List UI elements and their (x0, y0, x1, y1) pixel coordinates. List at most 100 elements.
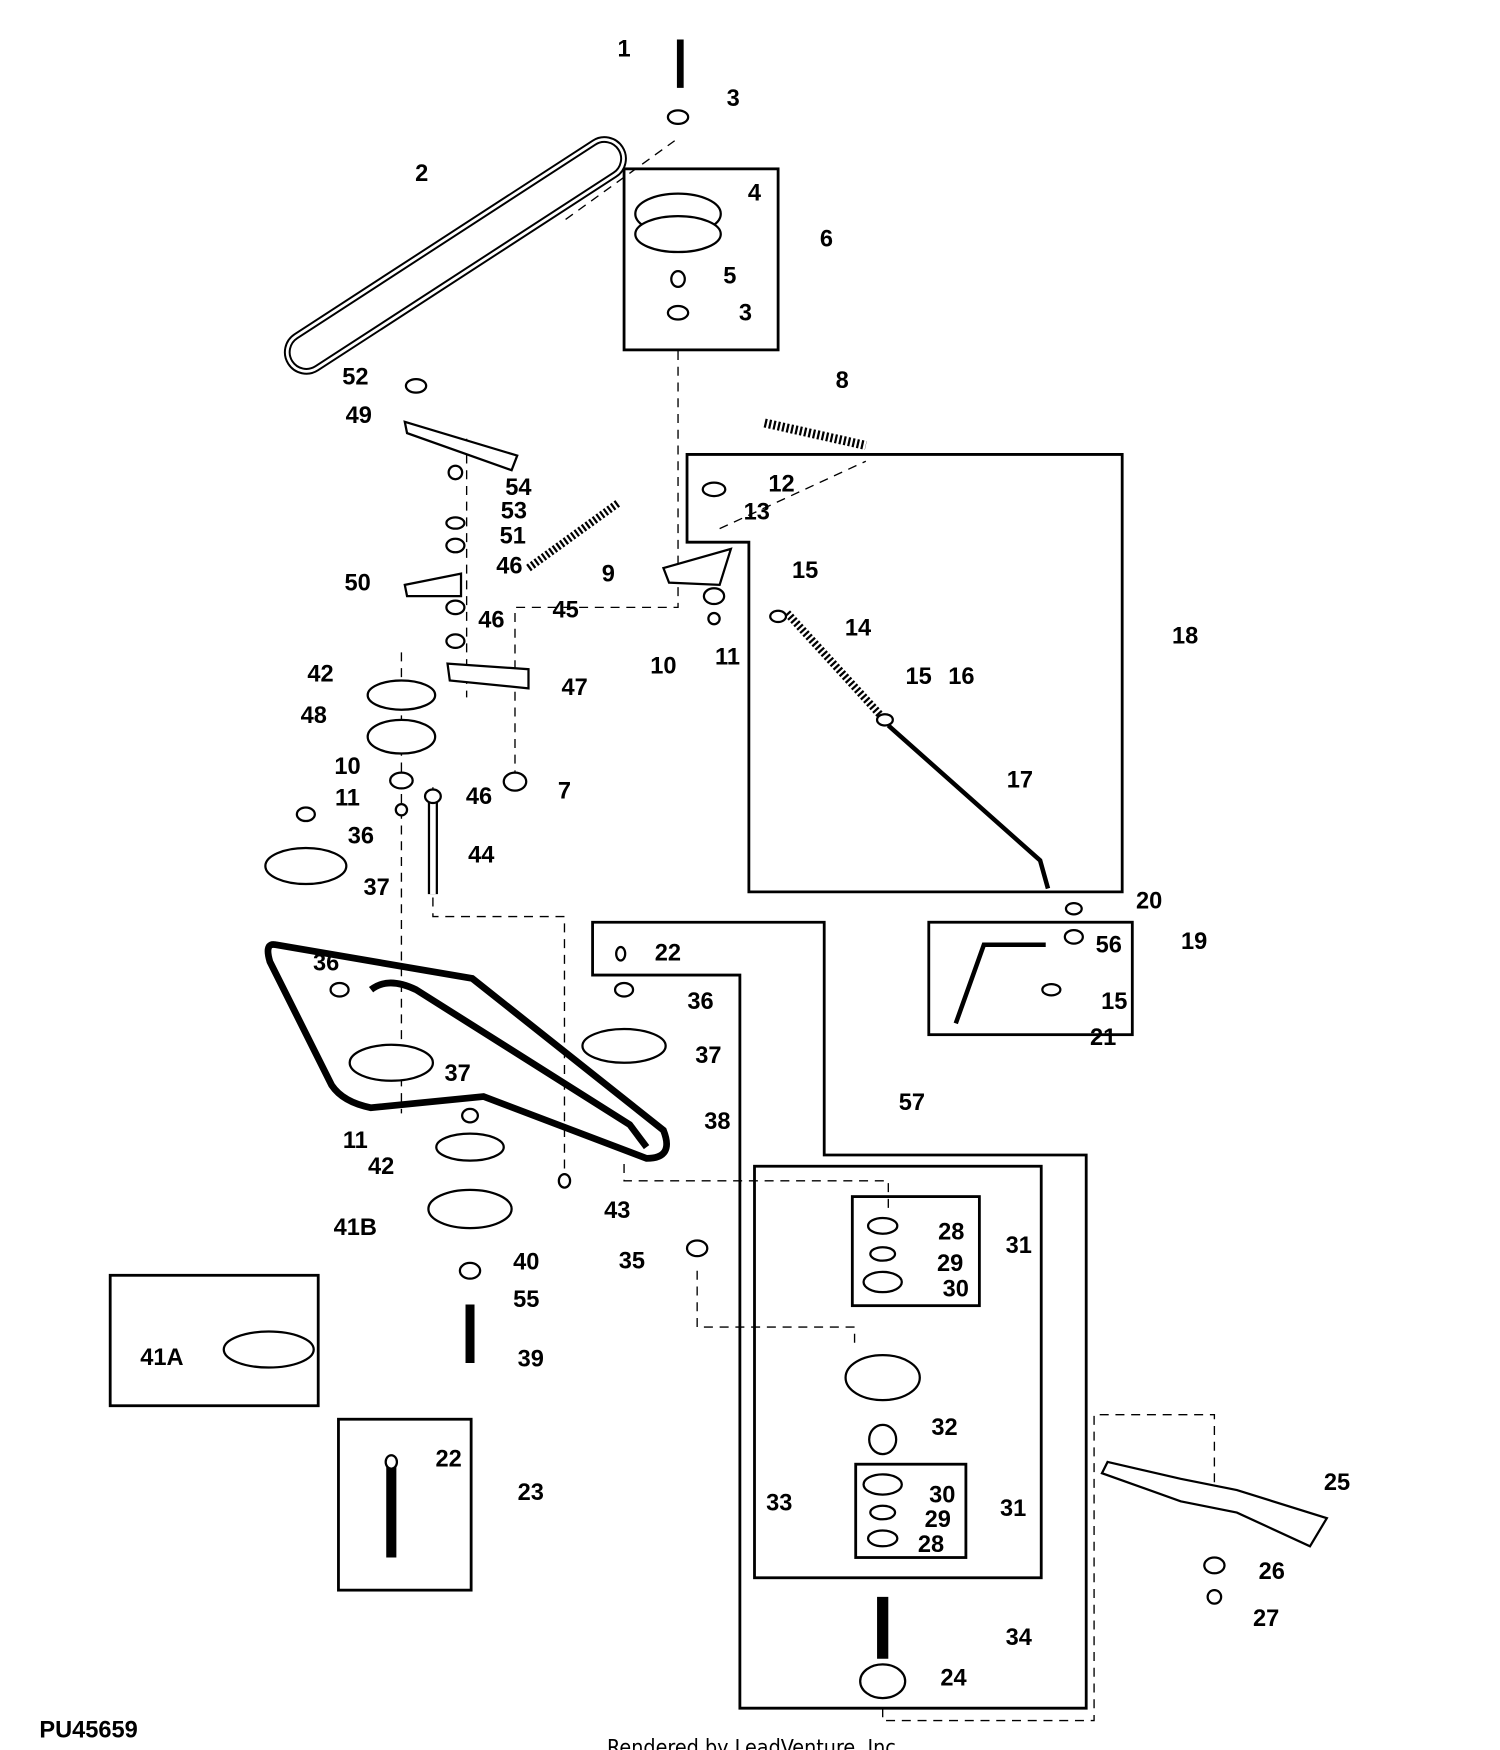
callout-22: 22 (655, 940, 681, 966)
spacer-40 (458, 1261, 482, 1280)
callout-30: 30 (929, 1482, 955, 1508)
callout-3: 3 (727, 86, 740, 112)
dashed-line (696, 1270, 856, 1350)
dashed-line (719, 460, 867, 530)
callout-11: 11 (335, 785, 360, 811)
callout-28: 28 (938, 1219, 964, 1245)
callout-31: 31 (1000, 1496, 1026, 1522)
bracket-9 (661, 547, 733, 587)
washer-56 (1063, 928, 1084, 945)
pulley-37 (264, 846, 348, 886)
callout-20: 20 (1136, 889, 1162, 915)
fitting-22 (384, 1454, 399, 1470)
dashed-line (882, 1414, 1216, 1722)
bolt-27 (1206, 1589, 1223, 1605)
nut-3 (666, 109, 690, 125)
pulley-37 (348, 1043, 435, 1082)
bearing-30 (862, 1473, 903, 1496)
pulley-4 (634, 214, 722, 254)
callout-18: 18 (1172, 623, 1198, 649)
callout-29: 29 (937, 1251, 963, 1277)
bolt-52 (404, 377, 428, 394)
callout-51: 51 (500, 523, 526, 549)
callout-7: 7 (558, 779, 571, 805)
callout-38: 38 (704, 1109, 730, 1135)
washer-15 (875, 713, 894, 727)
callout-41a: 41A (140, 1345, 183, 1371)
callout-15: 15 (1101, 989, 1127, 1015)
callout-55: 55 (513, 1287, 539, 1313)
callout-15: 15 (792, 558, 818, 584)
dashed-line (514, 351, 679, 777)
spacer-29 (869, 1504, 897, 1521)
pulley-42 (435, 1132, 505, 1162)
bolt-43 (557, 1172, 572, 1189)
callout-13: 13 (744, 500, 770, 526)
callout-47: 47 (561, 675, 587, 701)
callout-31: 31 (1006, 1233, 1032, 1259)
callout-50: 50 (344, 571, 370, 597)
box-31-lower (854, 1462, 968, 1559)
callout-1: 1 (617, 36, 630, 62)
box-34 (753, 1164, 1043, 1580)
callout-6: 6 (820, 226, 833, 252)
dashed-line (565, 140, 676, 220)
callout-46: 46 (496, 554, 522, 580)
callout-14: 14 (845, 615, 871, 641)
pulley-41a (222, 1330, 315, 1369)
callout-9: 9 (602, 562, 615, 588)
spacer-46 (423, 788, 442, 805)
box-41a (108, 1273, 320, 1408)
nut-3 (666, 304, 690, 321)
bearing-28 (866, 1529, 899, 1548)
bolt-12 (701, 481, 727, 498)
callout-37: 37 (364, 875, 390, 901)
diagram-id: PU45659 (39, 1717, 137, 1743)
nut-11 (461, 1107, 480, 1124)
nut-7 (502, 771, 528, 792)
spring-8 (763, 418, 867, 450)
fitting-22 (615, 945, 627, 962)
callout-40: 40 (513, 1250, 539, 1276)
bearing-30 (862, 1270, 903, 1294)
box-31-upper (850, 1195, 981, 1308)
arm-49 (403, 420, 519, 472)
box-6 (622, 167, 780, 352)
callout-28: 28 (918, 1532, 944, 1558)
nut-10 (702, 587, 726, 606)
callout-8: 8 (836, 368, 849, 394)
callout-53: 53 (501, 499, 527, 525)
dashed-line (623, 1163, 889, 1209)
rod-19 (953, 942, 1046, 1025)
spring-45 (526, 499, 621, 572)
spacer-29 (869, 1246, 897, 1262)
callout-37: 37 (445, 1061, 471, 1087)
washer-15 (769, 609, 788, 624)
callout-39: 39 (518, 1346, 544, 1372)
callout-2: 2 (415, 161, 428, 187)
box-18 (685, 453, 1124, 894)
callout-29: 29 (925, 1507, 951, 1533)
callout-42: 42 (368, 1154, 394, 1180)
bushing-5 (670, 270, 686, 289)
callout-4: 4 (748, 180, 761, 206)
footer-credit: Rendered by LeadVenture, Inc. (607, 1735, 902, 1750)
rod-17 (886, 723, 1051, 890)
callout-54: 54 (505, 475, 531, 501)
callout-5: 5 (723, 264, 736, 290)
arm-50 (403, 572, 463, 598)
pulley-41b (427, 1188, 513, 1230)
callout-16: 16 (948, 664, 974, 690)
spring-14 (784, 610, 886, 721)
callout-36: 36 (313, 951, 339, 977)
callout-56: 56 (1096, 933, 1122, 959)
spacer-46 (445, 633, 466, 649)
box-23 (337, 1417, 473, 1592)
pulley-37 (581, 1027, 667, 1064)
callout-17: 17 (1007, 767, 1033, 793)
spacer-46 (445, 599, 466, 616)
callout-10: 10 (650, 654, 676, 680)
nut-20 (1064, 901, 1083, 916)
